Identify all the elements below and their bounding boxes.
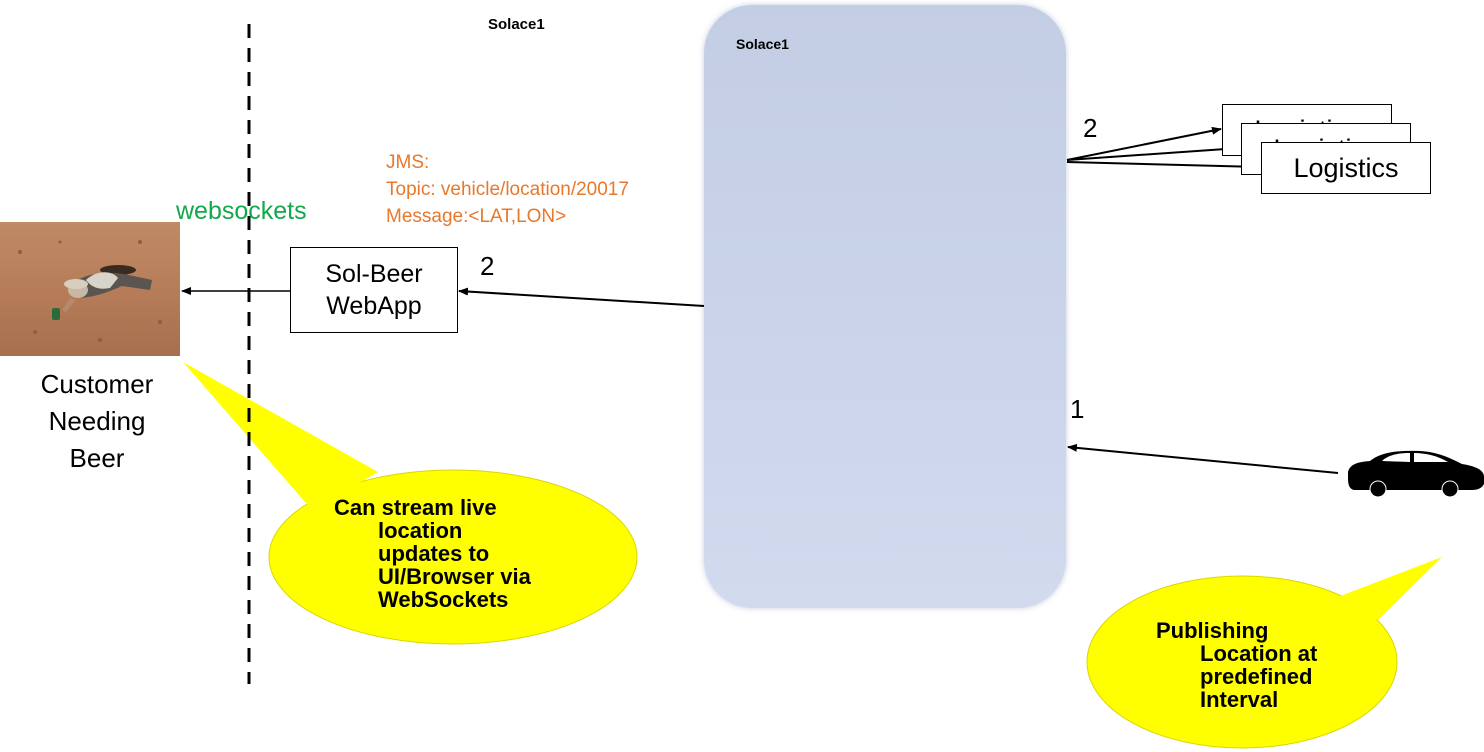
car-icon (1348, 450, 1484, 498)
callout-left-line-1: Can stream live (334, 495, 497, 520)
callout-right-line-1: Publishing (1156, 618, 1269, 643)
callout-left-line-4: UI/Browser via (378, 564, 531, 589)
arrow-broker-to-logistics-3 (1066, 161, 1261, 171)
callout-right-bubble (1086, 557, 1442, 749)
callout-right-text: Publishing Location at predefined Interv… (1156, 619, 1317, 711)
websockets-label: websockets (176, 197, 307, 225)
customer-label: Customer Needing Beer (14, 366, 180, 477)
callout-right-line-3: predefined (1200, 664, 1313, 689)
sol-beer-webapp-box: Sol-Beer WebApp (290, 247, 458, 333)
customer-line-2: Needing (48, 406, 146, 436)
logistics-box-front: Logistics (1261, 142, 1431, 194)
arrow-broker-to-webapp (458, 287, 705, 307)
customer-line-1: Customer (40, 369, 154, 399)
customer-line-3: Beer (69, 443, 125, 473)
jms-message-details: JMS: Topic: vehicle/location/20017 Messa… (386, 149, 629, 230)
jms-label: JMS: (386, 152, 430, 173)
customer-photo (0, 222, 180, 356)
step-number-2-logistics: 2 (1083, 113, 1098, 143)
callout-right-line-4: Interval (1200, 687, 1279, 712)
arrow-car-to-broker (1067, 443, 1339, 474)
step-number-2-webapp: 2 (480, 251, 495, 281)
callout-left-bubble (183, 362, 638, 645)
solace-broker-box (704, 5, 1066, 608)
jms-message: Message:<LAT,LON> (386, 206, 567, 227)
callout-left-line-3: updates to (378, 541, 490, 566)
jms-topic: Topic: vehicle/location/20017 (386, 179, 629, 200)
callout-left-text: Can stream live location updates to UI/B… (334, 496, 531, 611)
callout-left-line-5: WebSockets (378, 587, 509, 612)
callout-right-line-2: Location at (1200, 641, 1318, 666)
webapp-type: WebApp (326, 292, 422, 320)
arrow-broker-to-logistics-2 (1066, 144, 1241, 161)
webapp-name: Sol-Beer (325, 260, 423, 288)
callout-left-line-2: location (378, 518, 463, 543)
arrow-broker-to-logistics-1 (1066, 126, 1222, 161)
step-number-1-publish: 1 (1070, 394, 1085, 424)
solace-top-label: Solace1 (488, 16, 545, 33)
solace-inner-label: Solace1 (736, 36, 789, 52)
